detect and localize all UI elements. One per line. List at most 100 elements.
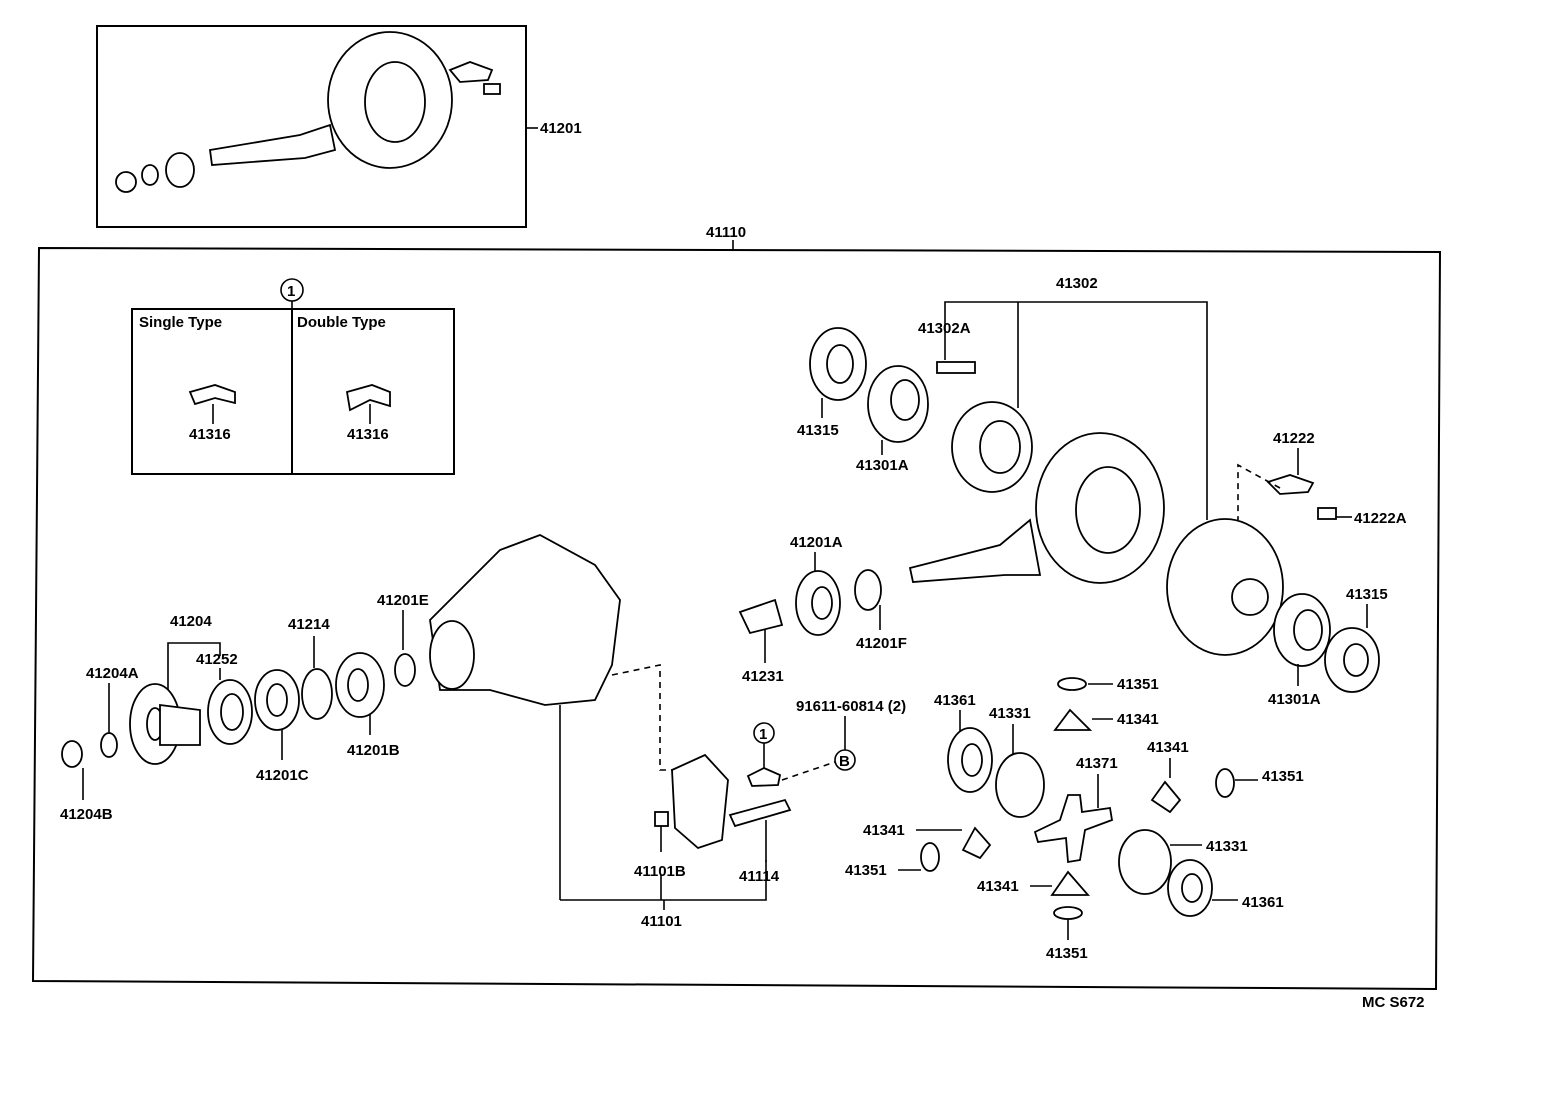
diagram-code: MC S672 [1362, 994, 1425, 1011]
label-41361-b: 41361 [1242, 894, 1284, 911]
bearing-cup-inner-top [826, 344, 854, 384]
label-41201: 41201 [540, 120, 582, 137]
label-41214: 41214 [288, 616, 330, 633]
shim-41201F [854, 569, 882, 611]
label-41201B: 41201B [347, 742, 400, 759]
label-41222A: 41222A [1354, 510, 1407, 527]
clip-marker-text: 1 [759, 726, 767, 743]
adjusting-clip [746, 767, 782, 787]
label-41301A-right: 41301A [1268, 691, 1321, 708]
diff-case-right [1166, 518, 1284, 656]
bearing-41301A-right-inner [1293, 609, 1323, 651]
double-clip-shape [345, 384, 391, 412]
label-41110: 41110 [706, 224, 746, 241]
carrier-neck-opening [429, 620, 475, 690]
washer-41351-a [1057, 677, 1087, 691]
bolt-41222A [1317, 507, 1337, 520]
label-41301A-top: 41301A [856, 457, 909, 474]
ring-pinion-frame [96, 25, 527, 228]
label-41201A: 41201A [790, 534, 843, 551]
thrust-washer-41361-a-inner [961, 743, 983, 777]
pinion-gear-41341-a [1053, 708, 1093, 731]
pinion-gear-41341-c [961, 826, 992, 860]
label-41341-b: 41341 [1147, 739, 1189, 756]
bolt-ref-circle [834, 749, 856, 771]
label-41201E: 41201E [377, 592, 429, 609]
lock-bolt-small [483, 83, 501, 95]
pinion-shaft [208, 123, 337, 166]
washer-41351-d [1053, 906, 1083, 920]
bearing-cup-right-inner [1343, 643, 1369, 677]
label-41341-a: 41341 [1117, 711, 1159, 728]
lock-plate-small [448, 61, 494, 83]
differential-gear-parts: 41351 41341 41361 41331 41371 41341 4135… [845, 676, 1304, 962]
pinion-side-parts: 41201A 41201F 41231 [738, 534, 907, 685]
nut-41204B [61, 740, 83, 768]
shim-41201E [394, 653, 416, 687]
dowel-41101B [654, 811, 669, 827]
bolt-41114 [728, 798, 792, 828]
double-clip-part: 41316 [347, 426, 389, 443]
bolt-ref-marker: B [839, 753, 850, 770]
pinion-bearing-small [165, 152, 195, 188]
pinion-gear-41341-b [1150, 780, 1182, 814]
pinion-nut-small [115, 171, 137, 193]
inset-marker-text: 1 [287, 283, 295, 300]
ring-gear-inner [364, 61, 426, 143]
label-41231: 41231 [742, 668, 784, 685]
spacer-41231 [738, 598, 784, 635]
upper-right-parts: 41302 41302A 41315 41301A 41222 41222A [797, 275, 1407, 708]
carrier-outline [31, 246, 1442, 991]
thrust-washer-41361-b-inner [1181, 873, 1203, 903]
carrier-housing: 41101 41101B 41114 1 91611-60814 (2) B [429, 534, 906, 930]
label-41315-top: 41315 [797, 422, 839, 439]
label-41351-a: 41351 [1117, 676, 1159, 693]
diff-case-half-inner [979, 420, 1021, 474]
double-type-label: Double Type [297, 314, 386, 331]
label-41204A: 41204A [86, 665, 139, 682]
single-type-label: Single Type [139, 314, 222, 331]
label-41351-c: 41351 [845, 862, 887, 879]
bearing-41301A-top-inner [890, 379, 920, 421]
label-41101B: 41101B [634, 863, 686, 880]
label-41351-b: 41351 [1262, 768, 1304, 785]
single-clip-part: 41316 [189, 426, 231, 443]
bearing-cap [671, 753, 729, 850]
oil-seal-41252-inner [220, 693, 244, 731]
label-41341-d: 41341 [977, 878, 1019, 895]
diff-case-right-hub [1231, 578, 1269, 616]
carrier-body [429, 534, 621, 706]
label-41302: 41302 [1056, 275, 1098, 292]
clip-type-inset: 1 Single Type Double Type 41316 41316 [131, 278, 455, 475]
bolt-41302A [936, 361, 976, 374]
washer-41351-b [1215, 768, 1235, 798]
pinion-gear-41341-d [1050, 870, 1090, 896]
label-41371: 41371 [1076, 755, 1118, 772]
pinion-washer-small [141, 164, 159, 186]
label-41204B: 41204B [60, 806, 113, 823]
side-gear-41331-a [995, 752, 1045, 818]
front-flange-parts: 41204 41252 41204A 41204B 41201C 41214 4… [60, 592, 429, 823]
bearing-41201B-inner [347, 668, 369, 702]
label-41351-d: 41351 [1046, 945, 1088, 962]
bolt-ref-part: 91611-60814 (2) [796, 698, 906, 715]
label-41252: 41252 [196, 651, 238, 668]
label-41201F: 41201F [856, 635, 907, 652]
label-41114: 41114 [739, 868, 780, 885]
lock-plate-41222 [1266, 474, 1315, 495]
ring-pinion-kit-box: 41201 [96, 25, 582, 228]
ring-gear-large-inner [1075, 466, 1141, 554]
carrier-assembly-frame: 41110 [31, 224, 1442, 991]
label-41331-b: 41331 [1206, 838, 1248, 855]
label-41315-right: 41315 [1346, 586, 1388, 603]
bearing-41201C-inner [266, 683, 288, 717]
single-clip-shape [188, 384, 236, 406]
pinion-shaft-41371 [1033, 794, 1114, 864]
label-41361-a: 41361 [934, 692, 976, 709]
label-41201C: 41201C [256, 767, 309, 784]
label-41222: 41222 [1273, 430, 1315, 447]
label-41204: 41204 [170, 613, 212, 630]
washer-41204A [100, 732, 118, 758]
label-41101: 41101 [641, 913, 682, 930]
